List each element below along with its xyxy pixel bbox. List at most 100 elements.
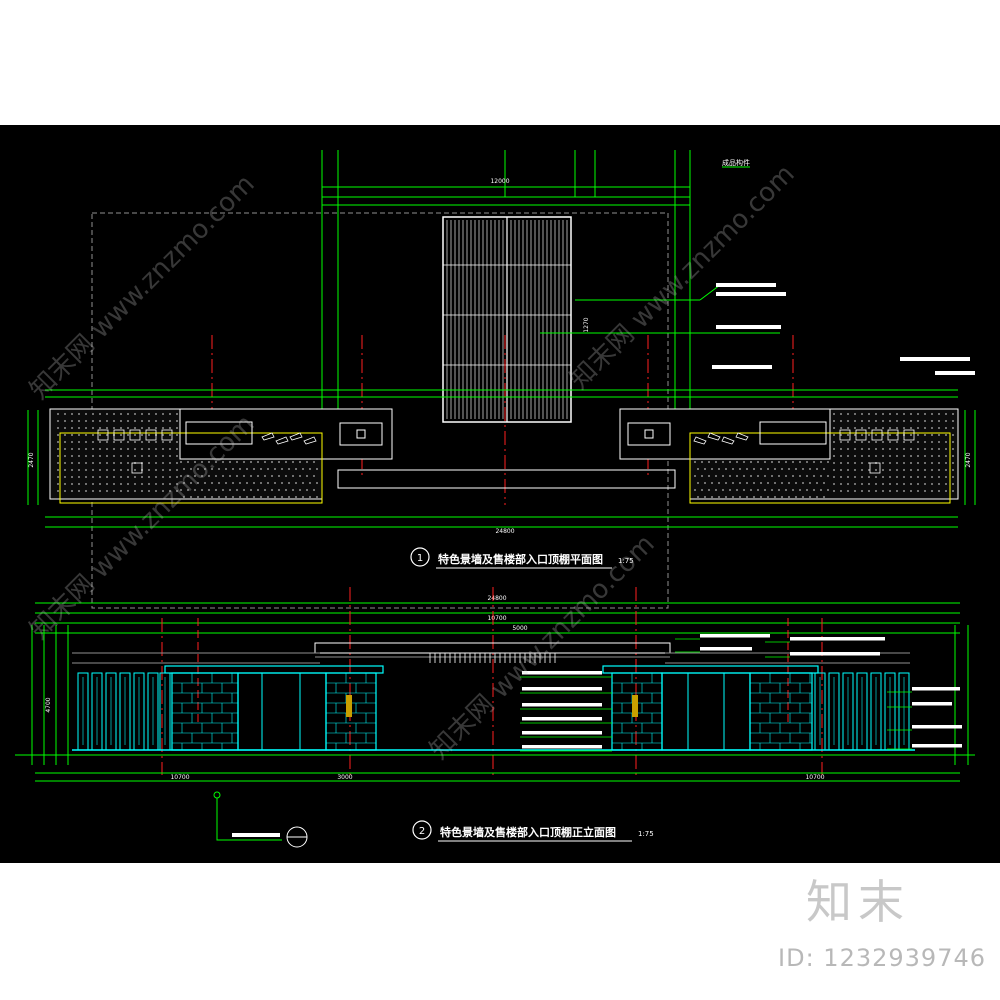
hatch-dot: [910, 448, 912, 450]
hatch-dot: [134, 476, 136, 478]
screen-slat: [119, 672, 131, 751]
hatch-dot: [92, 469, 94, 471]
hatch-dot: [246, 496, 248, 498]
hatch-dot: [806, 461, 808, 463]
hatch-dot: [802, 468, 804, 470]
hatch-dot: [694, 489, 696, 491]
plan-view-scale: 1:75: [618, 557, 634, 565]
hatch-dot: [806, 475, 808, 477]
hatch-dot: [854, 476, 856, 478]
hatch-dot: [931, 490, 933, 492]
hatch-dot: [106, 441, 108, 443]
note-text-block: [522, 745, 602, 749]
hatch-dot: [120, 455, 122, 457]
hatch-dot: [945, 448, 947, 450]
hatch-dot: [155, 427, 157, 429]
hatch-dot: [736, 475, 738, 477]
right-pillar-plan: [627, 422, 671, 446]
note-text-block: [716, 325, 781, 329]
hatch-dot: [113, 476, 115, 478]
hatch-dot: [313, 475, 315, 477]
hatch-dot: [222, 475, 224, 477]
hatch-dot: [267, 496, 269, 498]
hatch-dot: [190, 496, 192, 498]
hatch-dot: [750, 475, 752, 477]
hatch-dot: [257, 489, 259, 491]
hatch-dot: [134, 420, 136, 422]
hatch-dot: [715, 475, 717, 477]
hatch-dot: [120, 490, 122, 492]
left-yellow-border: [59, 432, 323, 504]
hatch-dot: [903, 420, 905, 422]
hatch-dot: [802, 482, 804, 484]
hatch-dot: [99, 455, 101, 457]
hatch-dot: [148, 427, 150, 429]
hatch-dot: [764, 489, 766, 491]
hatch-dot: [313, 489, 315, 491]
hatch-dot: [113, 413, 115, 415]
hatch-dot: [833, 490, 835, 492]
hatch-dot: [155, 455, 157, 457]
hatch-dot: [106, 490, 108, 492]
hatch-dot: [945, 441, 947, 443]
hatch-dot: [134, 483, 136, 485]
hatch-dot: [840, 462, 842, 464]
hatch-dot: [802, 496, 804, 498]
hatch-dot: [910, 490, 912, 492]
hatch-dot: [882, 462, 884, 464]
hatch-dot: [288, 482, 290, 484]
hatch-dot: [316, 468, 318, 470]
hatch-dot: [271, 489, 273, 491]
hatch-dot: [92, 462, 94, 464]
hatch-dot: [148, 476, 150, 478]
hatch-dot: [816, 482, 818, 484]
left-panel-wall: [237, 672, 327, 751]
right-wall-cap: [602, 665, 819, 674]
hatch-dot: [99, 476, 101, 478]
hatch-dot: [882, 483, 884, 485]
note-text-block: [522, 687, 602, 691]
hatch-dot: [225, 496, 227, 498]
hatch-dot: [725, 496, 727, 498]
hatch-dot: [854, 441, 856, 443]
hatch-dot: [78, 448, 80, 450]
hatch-dot: [162, 427, 164, 429]
hatch-dot: [264, 489, 266, 491]
hatch-dot: [253, 468, 255, 470]
hatch-dot: [236, 489, 238, 491]
right-slat-screen: [814, 672, 910, 751]
hatch-dot: [239, 496, 241, 498]
hatch-dot: [169, 413, 171, 415]
hatch-dot: [208, 461, 210, 463]
hatch-dot: [910, 413, 912, 415]
hatch-dot: [833, 476, 835, 478]
hatch-dot: [833, 448, 835, 450]
hatch-dot: [176, 434, 178, 436]
hatch-dot: [253, 482, 255, 484]
hatch-dot: [64, 483, 66, 485]
hatch-dot: [155, 462, 157, 464]
hatch-dot: [875, 420, 877, 422]
hatch-dot: [113, 441, 115, 443]
hatch-dot: [180, 489, 182, 491]
hatch-dot: [820, 461, 822, 463]
hatch-dot: [162, 483, 164, 485]
hatch-dot: [799, 489, 801, 491]
left-brick-pattern: [171, 672, 238, 750]
elevation-view-number-circle: [412, 820, 432, 840]
hatch-dot: [924, 469, 926, 471]
hatch-dot: [155, 469, 157, 471]
hatch-dot: [882, 476, 884, 478]
hatch-dot: [134, 434, 136, 436]
hatch-dot: [945, 427, 947, 429]
note-text-block: [522, 671, 602, 675]
hatch-dot: [71, 476, 73, 478]
hatch-dot: [197, 496, 199, 498]
hatch-dot: [952, 441, 954, 443]
hatch-dot: [141, 455, 143, 457]
hatch-dot: [917, 441, 919, 443]
left-pillar-plan: [339, 422, 383, 446]
hatch-dot: [194, 461, 196, 463]
stepping-square: [887, 429, 899, 441]
hatch-dot: [57, 462, 59, 464]
